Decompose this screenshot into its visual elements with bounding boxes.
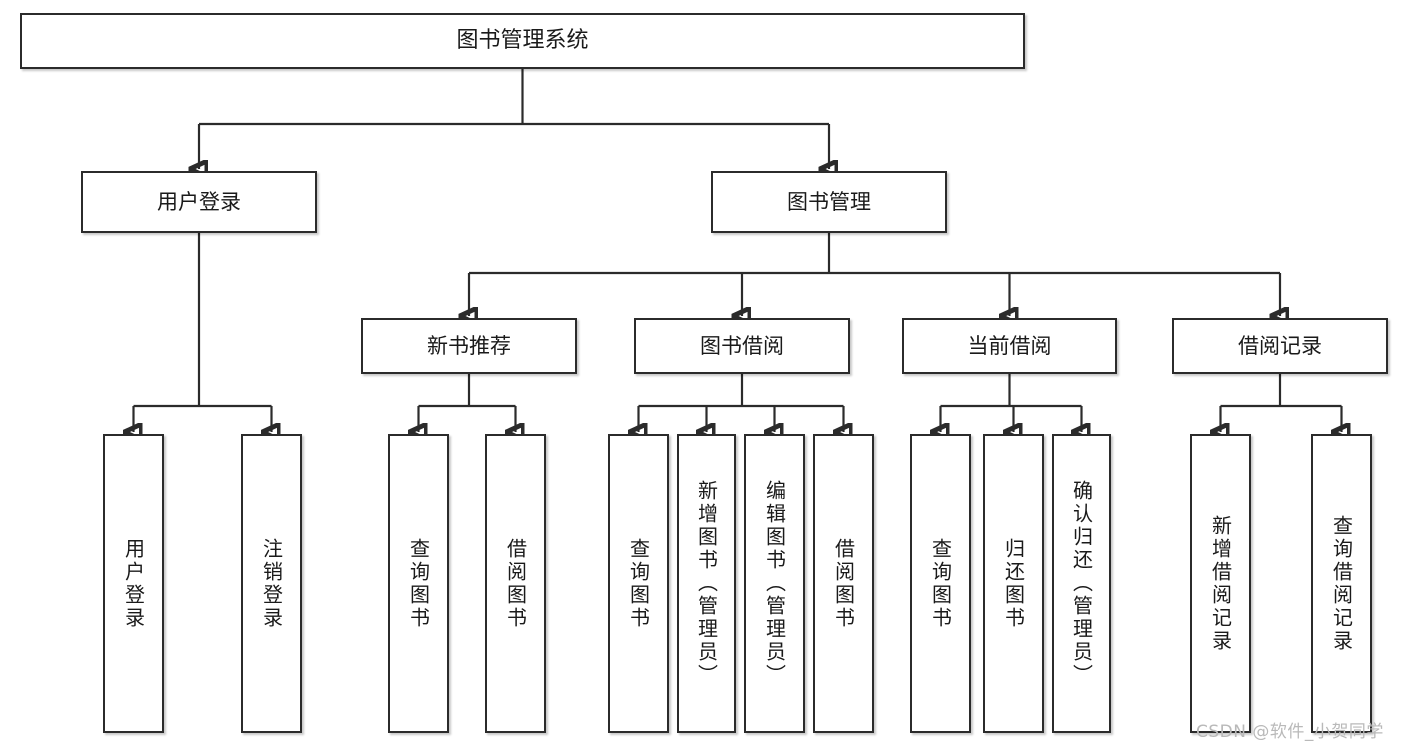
- node-leaf-borrow-book[interactable]: 借阅图书: [813, 434, 874, 733]
- node-leaf-user-login-label: 用户登录: [121, 537, 146, 630]
- node-leaf-add-borrow-record[interactable]: 新增借阅记录: [1190, 434, 1251, 733]
- node-leaf-confirm-return-admin[interactable]: 确认归还（管理员）: [1052, 434, 1111, 733]
- node-leaf-query-book-current-label: 查询图书: [928, 537, 953, 630]
- node-leaf-add-borrow-record-label: 新增借阅记录: [1208, 514, 1233, 653]
- node-leaf-user-login[interactable]: 用户登录: [103, 434, 164, 733]
- node-leaf-query-book-recommend-label: 查询图书: [406, 537, 431, 630]
- node-leaf-add-book-admin[interactable]: 新增图书（管理员）: [677, 434, 736, 733]
- node-book-management[interactable]: 图书管理: [711, 171, 947, 233]
- node-leaf-add-book-admin-label: 新增图书（管理员）: [694, 480, 719, 687]
- node-leaf-query-book-borrow[interactable]: 查询图书: [608, 434, 669, 733]
- node-leaf-query-book-recommend[interactable]: 查询图书: [388, 434, 449, 733]
- node-root[interactable]: 图书管理系统: [20, 13, 1025, 69]
- node-book-borrow[interactable]: 图书借阅: [634, 318, 850, 374]
- node-leaf-confirm-return-admin-label: 确认归还（管理员）: [1069, 480, 1094, 687]
- node-root-label: 图书管理系统: [456, 28, 589, 54]
- node-borrow-record[interactable]: 借阅记录: [1172, 318, 1388, 374]
- node-user-login[interactable]: 用户登录: [81, 171, 317, 233]
- node-leaf-edit-book-admin-label: 编辑图书（管理员）: [762, 480, 787, 687]
- node-leaf-query-borrow-record[interactable]: 查询借阅记录: [1311, 434, 1372, 733]
- node-user-login-label: 用户登录: [157, 189, 241, 214]
- node-leaf-borrow-book-recommend-label: 借阅图书: [503, 537, 528, 630]
- node-new-book-recommend-label: 新书推荐: [427, 333, 511, 358]
- node-leaf-query-book-current[interactable]: 查询图书: [910, 434, 971, 733]
- node-leaf-user-logout-label: 注销登录: [259, 537, 284, 630]
- node-leaf-edit-book-admin[interactable]: 编辑图书（管理员）: [744, 434, 805, 733]
- node-leaf-borrow-book-label: 借阅图书: [831, 537, 856, 630]
- node-leaf-return-book[interactable]: 归还图书: [983, 434, 1044, 733]
- node-book-management-label: 图书管理: [787, 189, 871, 214]
- watermark: CSDN @软件_小贺同学: [1196, 722, 1384, 742]
- node-leaf-user-logout[interactable]: 注销登录: [241, 434, 302, 733]
- node-current-borrow[interactable]: 当前借阅: [902, 318, 1117, 374]
- node-new-book-recommend[interactable]: 新书推荐: [361, 318, 577, 374]
- node-leaf-query-book-borrow-label: 查询图书: [626, 537, 651, 630]
- node-current-borrow-label: 当前借阅: [967, 333, 1052, 358]
- node-leaf-borrow-book-recommend[interactable]: 借阅图书: [485, 434, 546, 733]
- node-leaf-return-book-label: 归还图书: [1001, 537, 1026, 630]
- node-leaf-query-borrow-record-label: 查询借阅记录: [1329, 514, 1354, 653]
- node-borrow-record-label: 借阅记录: [1238, 333, 1322, 358]
- node-book-borrow-label: 图书借阅: [700, 333, 784, 358]
